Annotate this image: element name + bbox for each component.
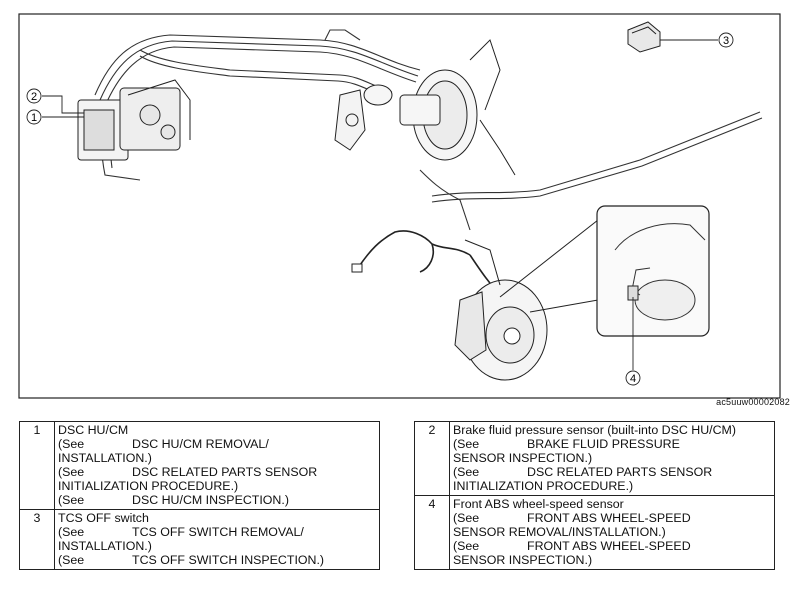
reference-line: (See FRONT ABS WHEEL-SPEED — [453, 539, 771, 553]
see-label: (See — [453, 539, 480, 553]
callout-3: 3 — [718, 32, 734, 48]
diagram-frame — [18, 13, 781, 399]
reference-link[interactable]: FRONT ABS WHEEL-SPEED — [527, 539, 691, 553]
tcs-off-switch — [627, 21, 661, 53]
reference-link[interactable]: FRONT ABS WHEEL-SPEED — [527, 511, 691, 525]
part-name: Front ABS wheel-speed sensor — [453, 497, 624, 511]
reference-link[interactable]: DSC HU/CM REMOVAL/ — [132, 437, 269, 451]
callout-4-label: 4 — [630, 373, 636, 385]
reference-line: (See DSC RELATED PARTS SENSOR — [453, 465, 771, 479]
callout-1: 1 — [26, 109, 42, 125]
callout-leaders — [42, 39, 718, 370]
table-row: 2 Brake fluid pressure sensor (built-int… — [414, 421, 775, 496]
see-label: (See — [453, 511, 480, 525]
see-label: (See — [453, 465, 480, 479]
part-name: TCS OFF switch — [58, 511, 149, 525]
part-description: TCS OFF switch (See TCS OFF SWITCH REMOVA… — [54, 509, 380, 570]
parts-table-left: 1 DSC HU/CM (See DSC HU/CM REMOVAL/ INSTA… — [19, 421, 380, 570]
see-label: (See — [58, 437, 85, 451]
see-label: (See — [58, 553, 85, 567]
reference-line: (See TCS OFF SWITCH REMOVAL/ — [58, 525, 376, 539]
part-name: DSC HU/CM — [58, 423, 129, 437]
callout-4: 4 — [625, 370, 641, 386]
reference-continuation[interactable]: INSTALLATION.) — [58, 539, 152, 553]
part-description: DSC HU/CM (See DSC HU/CM REMOVAL/ INSTALL… — [54, 421, 380, 510]
reference-link[interactable]: BRAKE FLUID PRESSURE — [527, 437, 680, 451]
see-label: (See — [58, 525, 85, 539]
reference-continuation[interactable]: SENSOR REMOVAL/INSTALLATION.) — [453, 525, 666, 539]
detail-inset — [499, 205, 710, 337]
callout-1-label: 1 — [31, 112, 37, 124]
reference-link[interactable]: TCS OFF SWITCH INSPECTION.) — [132, 553, 325, 567]
reference-line: (See BRAKE FLUID PRESSURE — [453, 437, 771, 451]
callout-2-label: 2 — [31, 91, 37, 103]
reference-continuation[interactable]: SENSOR INSPECTION.) — [453, 553, 593, 567]
table-row: 3 TCS OFF switch (See TCS OFF SWITCH REMO… — [19, 509, 380, 570]
see-label: (See — [58, 493, 85, 507]
connector — [351, 263, 363, 273]
front-knuckle-assembly — [454, 239, 548, 381]
reference-line: (See DSC HU/CM REMOVAL/ — [58, 437, 376, 451]
brake-booster — [363, 39, 516, 176]
part-number: 4 — [414, 495, 450, 570]
part-description: Brake fluid pressure sensor (built-into … — [449, 421, 775, 496]
dsc-hu-cm-unit — [77, 79, 191, 161]
part-name: Brake fluid pressure sensor (built-into … — [453, 423, 737, 437]
reference-link[interactable]: DSC RELATED PARTS SENSOR — [132, 465, 318, 479]
reference-link[interactable]: DSC RELATED PARTS SENSOR — [527, 465, 713, 479]
reference-link[interactable]: TCS OFF SWITCH REMOVAL/ — [132, 525, 304, 539]
part-number: 1 — [19, 421, 55, 510]
callout-2: 2 — [26, 88, 42, 104]
reference-continuation[interactable]: INITIALIZATION PROCEDURE.) — [58, 479, 239, 493]
reference-line: (See DSC HU/CM INSPECTION.) — [58, 493, 376, 507]
reference-line: (See FRONT ABS WHEEL-SPEED — [453, 511, 771, 525]
part-number: 3 — [19, 509, 55, 570]
part-number: 2 — [414, 421, 450, 496]
reference-link[interactable]: DSC HU/CM INSPECTION.) — [132, 493, 289, 507]
reference-line: (See TCS OFF SWITCH INSPECTION.) — [58, 553, 376, 567]
table-row: 1 DSC HU/CM (See DSC HU/CM REMOVAL/ INSTA… — [19, 421, 380, 510]
reference-line: (See DSC RELATED PARTS SENSOR — [58, 465, 376, 479]
pedal-bracket — [334, 89, 366, 151]
reference-continuation[interactable]: SENSOR INSPECTION.) — [453, 451, 593, 465]
see-label: (See — [58, 465, 85, 479]
callout-3-label: 3 — [723, 35, 729, 47]
image-code: ac5uuw00002082 — [716, 397, 790, 407]
reference-continuation[interactable]: INSTALLATION.) — [58, 451, 152, 465]
component-location-diagram: 2 1 3 4 — [18, 13, 781, 399]
see-label: (See — [453, 437, 480, 451]
reference-continuation[interactable]: INITIALIZATION PROCEDURE.) — [453, 479, 634, 493]
parts-table-right: 2 Brake fluid pressure sensor (built-int… — [414, 421, 775, 570]
